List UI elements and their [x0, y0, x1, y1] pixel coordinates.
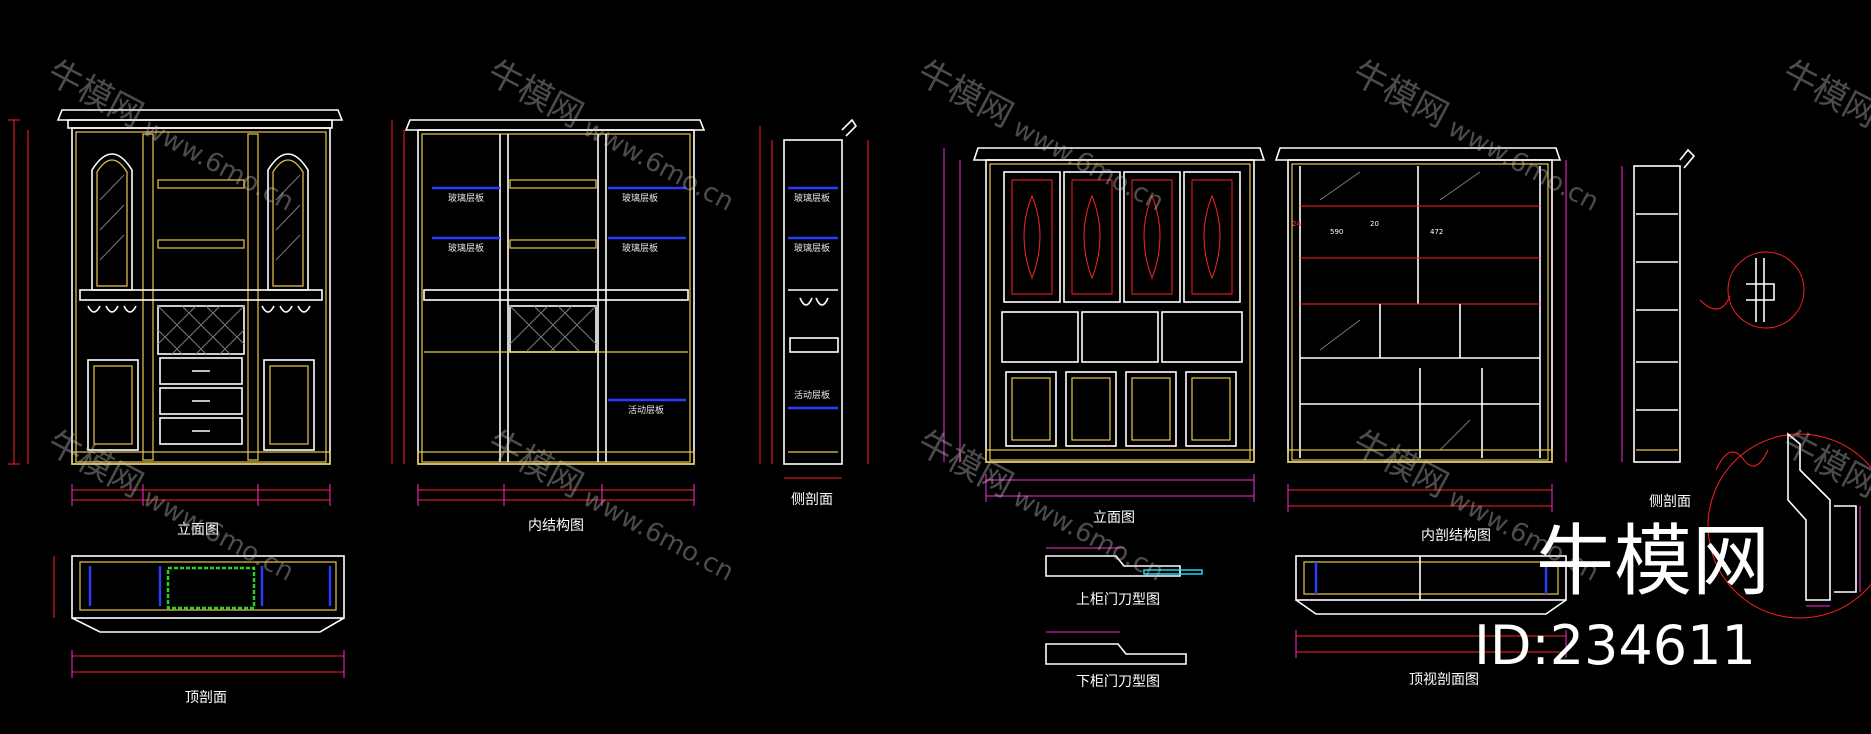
watermark-brand: 牛模网	[41, 423, 150, 506]
upper-door-profile-drawing: 上柜门刀型图	[1045, 547, 1203, 608]
watermark-brand: 牛模网	[481, 53, 590, 136]
branding: 牛模网 ID:234611	[1474, 517, 1770, 677]
dimension-text: 472	[1430, 228, 1443, 236]
watermark-url: www.6mo.cn	[1008, 113, 1169, 217]
watermark-brand: 牛模网	[41, 53, 150, 136]
molding-detail-drawing	[1707, 432, 1871, 619]
left-top-section-label: 顶剖面	[185, 690, 227, 706]
right-interior-drawing: 24 20 590 472 内剖结构图	[1274, 147, 1567, 544]
right-side-section-drawing: 侧剖面	[1621, 148, 1805, 510]
watermark-url: www.6mo.cn	[578, 483, 739, 587]
lower-door-profile-label: 下柜门刀型图	[1076, 674, 1160, 690]
shelf-note: 玻璃层板	[622, 192, 658, 204]
shelf-note: 玻璃层板	[794, 192, 830, 204]
left-interior-drawing: 玻璃层板 玻璃层板 玻璃层板 玻璃层板 活动层板 内结构图	[391, 119, 706, 534]
left-interior-label: 内结构图	[528, 518, 584, 534]
shelf-note: 玻璃层板	[622, 242, 658, 254]
brand-logo-text: 牛模网	[1536, 517, 1770, 607]
dimension-text: 590	[1330, 228, 1343, 236]
left-elevation-label: 立面图	[177, 522, 219, 538]
dimension-text: 24	[1292, 220, 1301, 228]
watermark-brand: 牛模网	[481, 423, 590, 506]
watermark-layer: 牛模网 www.6mo.cn 牛模网 www.6mo.cn 牛模网 www.6m…	[41, 53, 1871, 588]
lower-door-profile-drawing: 下柜门刀型图	[1045, 631, 1187, 690]
right-interior-label: 内剖结构图	[1421, 528, 1491, 544]
watermark-brand: 牛模网	[1776, 53, 1871, 136]
left-side-section-drawing: 玻璃层板 玻璃层板 活动层板 侧剖面	[759, 118, 869, 508]
watermark-brand: 牛模网	[911, 53, 1020, 136]
shelf-note: 玻璃层板	[448, 192, 484, 204]
right-elevation-drawing: 立面图	[943, 147, 1266, 526]
watermark-url: www.6mo.cn	[578, 113, 739, 217]
shelf-note: 活动层板	[794, 389, 830, 401]
shelf-note: 玻璃层板	[448, 242, 484, 254]
right-elevation-label: 立面图	[1093, 510, 1135, 526]
watermark-brand: 牛模网	[911, 423, 1020, 506]
shelf-note: 玻璃层板	[794, 242, 830, 254]
right-side-section-label: 侧剖面	[1649, 494, 1691, 510]
watermark-url: www.6mo.cn	[138, 483, 299, 587]
right-top-view-section-drawing: 顶视剖面图	[1295, 555, 1567, 688]
left-top-section-drawing: 顶剖面	[53, 555, 345, 706]
watermark-url: www.6mo.cn	[1008, 483, 1169, 587]
watermark-url: www.6mo.cn	[1443, 113, 1604, 217]
right-top-view-section-label: 顶视剖面图	[1409, 672, 1479, 688]
shelf-note: 活动层板	[628, 404, 664, 416]
left-elevation-drawing: 立面图	[8, 109, 344, 538]
watermark-brand: 牛模网	[1346, 423, 1455, 506]
upper-door-profile-label: 上柜门刀型图	[1076, 592, 1160, 608]
dimension-text: 20	[1370, 220, 1379, 228]
asset-id-text: ID:234611	[1474, 614, 1756, 677]
left-side-section-label: 侧剖面	[791, 492, 833, 508]
watermark-brand: 牛模网	[1346, 53, 1455, 136]
